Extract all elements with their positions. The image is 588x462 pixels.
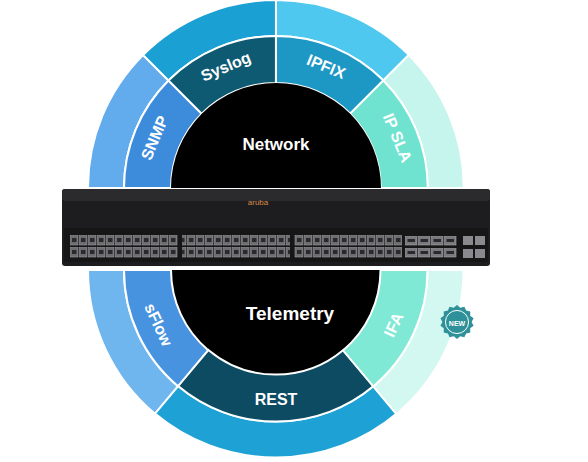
badge-ring — [445, 310, 468, 333]
node-shape — [342, 269, 465, 415]
new-badge: NEW — [440, 305, 474, 339]
qsfp-port-group — [405, 236, 457, 260]
switch-top-edge — [62, 189, 490, 201]
semicircle-fill — [171, 83, 381, 188]
switch-port-panel — [64, 228, 488, 262]
badge-label: NEW — [449, 319, 465, 326]
segment-label: REST — [255, 392, 298, 408]
management-port — [475, 249, 485, 258]
brand-logo: aruba — [248, 199, 268, 207]
management-port — [463, 249, 473, 258]
center-label: Telemetry — [246, 304, 334, 323]
sfp-port-group — [182, 235, 290, 259]
ring-segment: IFA — [342, 269, 465, 415]
management-port — [475, 236, 485, 245]
center-label: Network — [242, 136, 309, 153]
badge-scallop — [440, 305, 473, 339]
ring-band — [178, 350, 373, 422]
switch-chassis — [62, 189, 490, 266]
sfp-port-group — [70, 235, 178, 259]
sfp-port-group — [294, 235, 402, 259]
management-port — [463, 236, 473, 245]
center-semicircle: Network — [171, 83, 381, 188]
ring-band — [343, 270, 428, 386]
